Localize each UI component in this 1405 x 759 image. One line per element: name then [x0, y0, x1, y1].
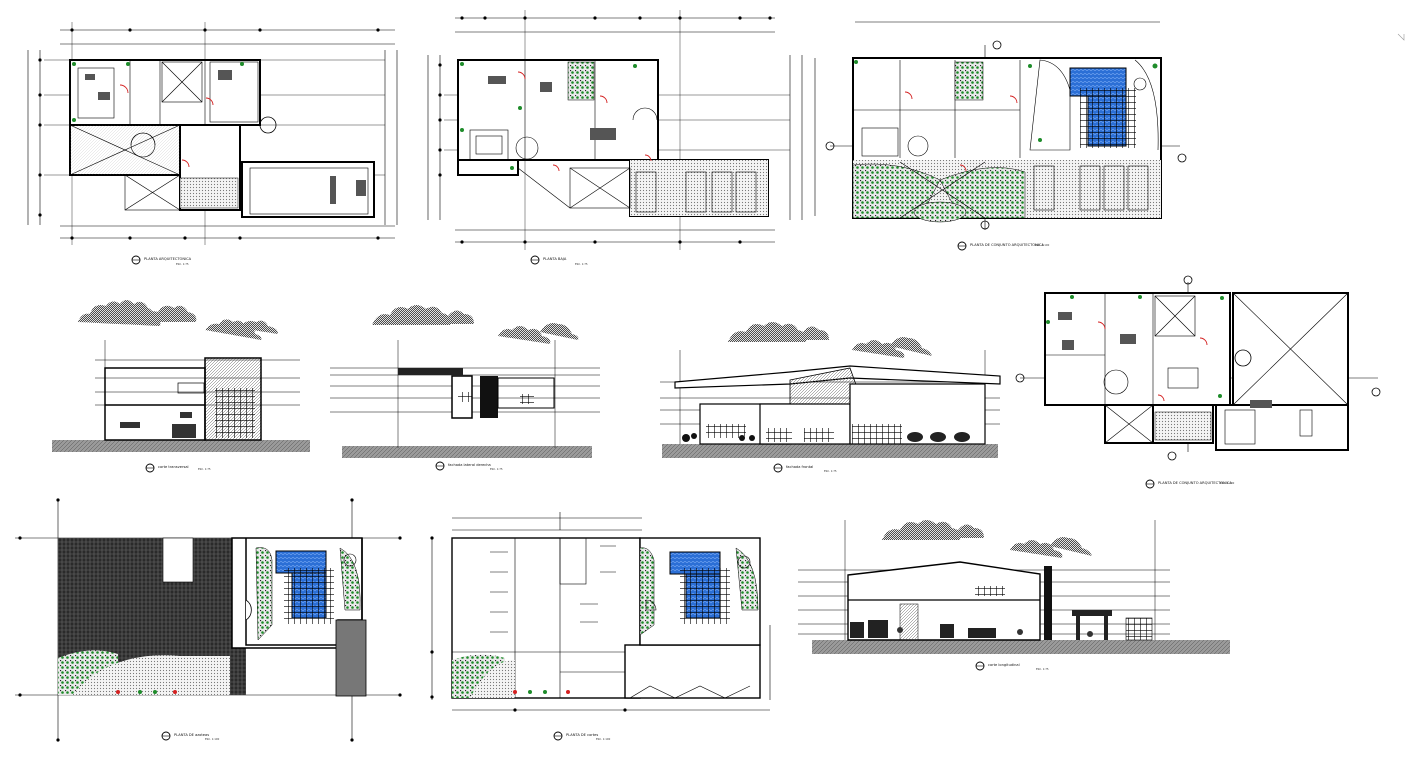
caption-plan-2-scale: ESC. 1:75	[575, 262, 588, 266]
caption-cross-section-title: corte transversal	[158, 465, 189, 469]
caption-front-elevation-title: fachada frontal	[786, 465, 813, 469]
caption-plan-2: PLANTA BAJA ESC. 1:75	[530, 255, 588, 266]
caption-sections-key-plan-title: PLANTA DE cortes	[566, 733, 598, 737]
caption-side-elevation-scale: ESC. 1:75	[490, 467, 503, 471]
caption-site-plan-2-title: PLANTA DE CONJUNTO ARQUITECTONICA	[1158, 481, 1232, 485]
caption-side-elevation: fachada lateral derecha ESC. 1:75	[435, 461, 503, 471]
cross-section	[52, 300, 310, 452]
floor-plan-2	[427, 10, 803, 250]
caption-front-elevation: fachada frontal ESC. 1:75	[773, 463, 837, 473]
caption-side-elevation-title: fachada lateral derecha	[448, 463, 491, 467]
caption-site-plan-2-scale: ESC. 1:100	[1220, 481, 1235, 485]
caption-sections-key-plan: PLANTA DE cortes ESC. 1:100	[553, 731, 611, 741]
site-plan-1	[814, 21, 1187, 230]
caption-site-plan-1: PLANTA DE CONJUNTO ARQUITECTONICA ESC. 1…	[957, 241, 1050, 251]
roof-plan	[15, 498, 402, 742]
caption-plan-1: PLANTA ARQUITECTONICA ESC. 1:75	[131, 255, 192, 266]
site-plan-2	[1015, 275, 1381, 461]
caption-site-plan-1-scale: ESC. 1:100	[1035, 243, 1050, 247]
front-elevation	[660, 322, 1001, 458]
caption-sections-key-plan-scale: ESC. 1:100	[596, 737, 611, 741]
side-elevation	[330, 305, 600, 458]
caption-roof-plan-scale: ESC. 1:100	[205, 737, 220, 741]
floor-plan-1	[27, 22, 398, 245]
corner-mark-icon	[1397, 33, 1405, 41]
caption-roof-plan: PLANTA DE azoteas ESC. 1:100	[161, 731, 220, 741]
caption-longitudinal-section-title: corte longitudinal	[988, 663, 1020, 667]
caption-site-plan-1-title: PLANTA DE CONJUNTO ARQUITECTONICA	[970, 243, 1044, 247]
caption-longitudinal-section: corte longitudinal ESC. 1:75	[975, 661, 1049, 671]
caption-plan-1-scale: ESC. 1:75	[176, 262, 189, 266]
caption-front-elevation-scale: ESC. 1:75	[824, 469, 837, 473]
caption-site-plan-2: PLANTA DE CONJUNTO ARQUITECTONICA ESC. 1…	[1145, 479, 1235, 489]
sections-key-plan	[430, 512, 771, 712]
caption-cross-section-scale: ESC. 1:75	[198, 467, 211, 471]
caption-plan-1-title: PLANTA ARQUITECTONICA	[144, 257, 192, 261]
caption-plan-2-title: PLANTA BAJA	[543, 257, 567, 261]
caption-cross-section: corte transversal ESC. 1:75	[145, 463, 211, 473]
caption-roof-plan-title: PLANTA DE azoteas	[174, 733, 209, 737]
longitudinal-section	[798, 520, 1230, 654]
caption-longitudinal-section-scale: ESC. 1:75	[1036, 667, 1049, 671]
